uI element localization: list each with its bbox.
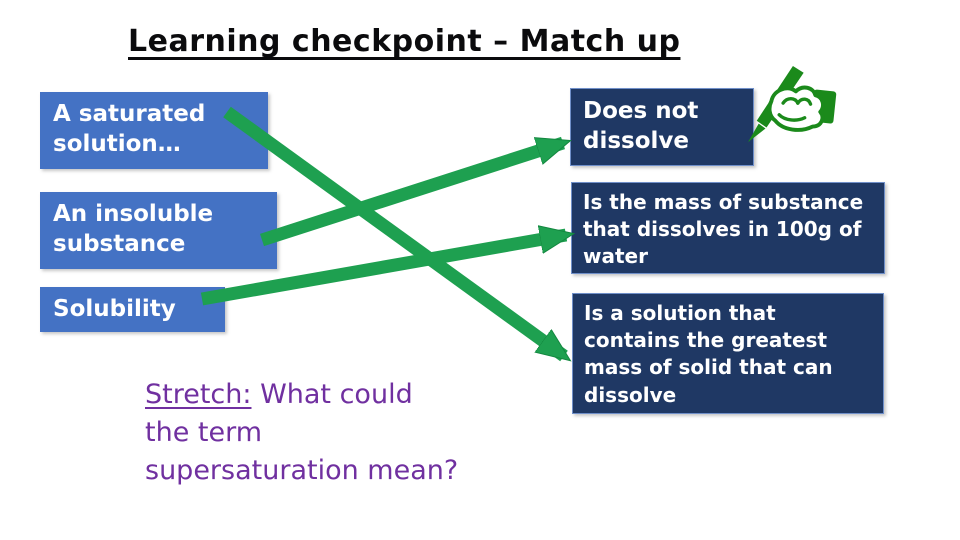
definition-box-mass-in-100g: Is the mass of substance that dissolves …: [571, 182, 885, 274]
stretch-line-1: Stretch: What could: [145, 376, 545, 414]
stretch-line-3: supersaturation mean?: [145, 454, 459, 486]
stretch-line-2: the term: [145, 416, 263, 448]
stretch-label: Stretch:: [145, 379, 252, 410]
arrow-saturated-to-greatest-mass: [223, 106, 564, 356]
writing-hand-icon: [747, 65, 837, 143]
term-box-solubility: Solubility: [40, 287, 225, 332]
definition-box-greatest-mass: Is a solution that contains the greatest…: [572, 293, 884, 414]
stretch-question: Stretch: What could the term supersatura…: [145, 376, 545, 489]
arrow-insoluble-to-does-not-dissolve: [260, 136, 563, 247]
page-title: Learning checkpoint – Match up: [128, 24, 681, 59]
stretch-line-1-rest: What could: [251, 379, 413, 410]
term-box-saturated-solution: A saturated solution…: [40, 92, 268, 169]
definition-box-does-not-dissolve: Does not dissolve: [570, 88, 754, 166]
term-box-insoluble-substance: An insoluble substance: [40, 192, 277, 269]
